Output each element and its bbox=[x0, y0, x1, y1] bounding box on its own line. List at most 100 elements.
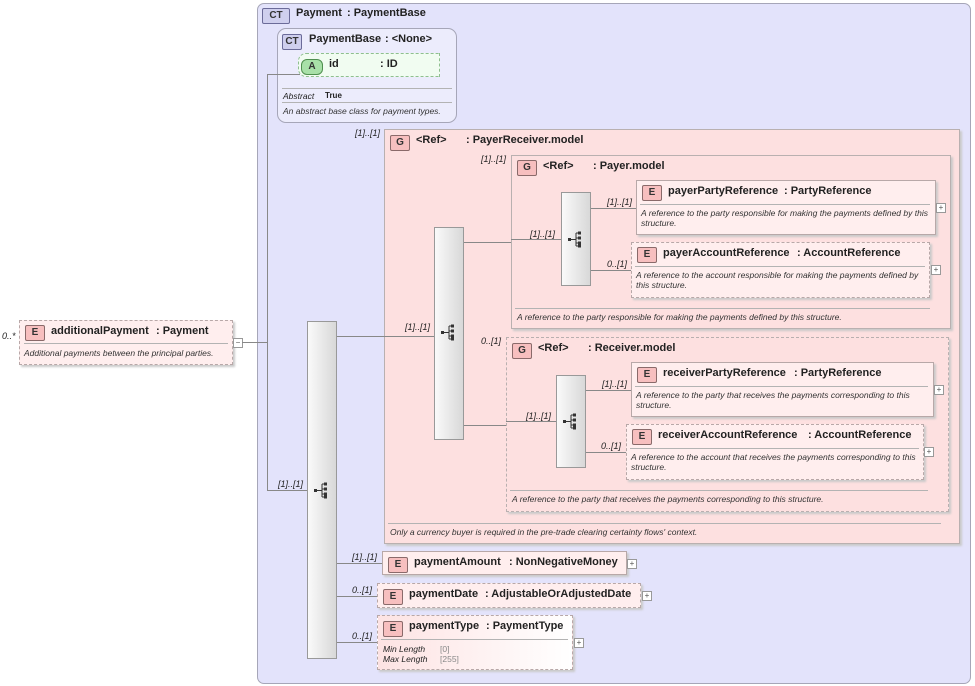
payment-date-element[interactable] bbox=[377, 583, 641, 608]
element-name: paymentAmount bbox=[414, 556, 501, 568]
connector bbox=[337, 563, 382, 564]
root-description: Additional payments between the principa… bbox=[24, 348, 214, 358]
connector bbox=[591, 208, 636, 209]
divider bbox=[630, 448, 919, 449]
max-length-value: [255] bbox=[440, 654, 459, 664]
element-badge: E bbox=[637, 247, 657, 263]
root-cardinality: 0..* bbox=[2, 331, 16, 341]
element-type: : AccountReference bbox=[797, 247, 901, 259]
base-type-description: An abstract base class for payment types… bbox=[283, 106, 441, 116]
expand-toggle[interactable]: + bbox=[642, 591, 652, 601]
receiver-party-cardinality: [1]..[1] bbox=[602, 379, 628, 389]
payer-cardinality: [1]..[1] bbox=[481, 154, 507, 164]
min-length-label: Min Length bbox=[383, 644, 426, 654]
payer-ref: <Ref> bbox=[543, 160, 574, 172]
base-type-type: : <None> bbox=[385, 33, 433, 45]
element-description: A reference to the account that receives… bbox=[631, 452, 916, 472]
base-type-name: PaymentBase bbox=[309, 33, 382, 45]
element-type: : AdjustableOrAdjustedDate bbox=[485, 588, 632, 600]
sequence-cardinality: [1]..[1] bbox=[278, 479, 304, 489]
payer-receiver-cardinality: [1]..[1] bbox=[355, 128, 381, 138]
expand-toggle[interactable]: + bbox=[936, 203, 946, 213]
expand-toggle[interactable]: + bbox=[627, 559, 637, 569]
expand-toggle[interactable]: + bbox=[934, 385, 944, 395]
sequence-icon bbox=[563, 413, 576, 430]
divider bbox=[640, 204, 930, 205]
receiver-account-reference-element[interactable] bbox=[626, 424, 924, 480]
payer-receiver-seq-cardinality: [1]..[1] bbox=[405, 322, 431, 332]
element-type: : NonNegativeMoney bbox=[509, 556, 618, 568]
sequence-icon bbox=[314, 482, 327, 499]
connector bbox=[511, 239, 561, 240]
connector bbox=[506, 421, 556, 422]
payment-date-cardinality: 0..[1] bbox=[352, 585, 373, 595]
payer-account-reference-element[interactable] bbox=[631, 242, 930, 298]
sequence-icon bbox=[568, 231, 581, 248]
payment-type-element[interactable] bbox=[377, 615, 573, 670]
complex-type-type: : PaymentBase bbox=[347, 7, 426, 19]
element-name: receiverPartyReference bbox=[663, 367, 786, 379]
receiver-description: A reference to the party that receives t… bbox=[512, 494, 824, 504]
payment-amount-element[interactable] bbox=[382, 551, 627, 575]
abstract-value: True bbox=[325, 91, 342, 100]
group-name: : PayerReceiver.model bbox=[466, 134, 584, 146]
expand-toggle[interactable]: + bbox=[924, 447, 934, 457]
element-description: A reference to the party that receives t… bbox=[636, 390, 910, 410]
element-badge: E bbox=[388, 557, 408, 573]
payer-party-reference-element[interactable] bbox=[636, 180, 936, 235]
payer-seq-cardinality: [1]..[1] bbox=[530, 229, 556, 239]
element-name: paymentType bbox=[409, 620, 480, 632]
connector bbox=[242, 342, 267, 343]
connector bbox=[337, 596, 377, 597]
divider bbox=[635, 266, 925, 267]
element-type: : AccountReference bbox=[808, 429, 912, 441]
attribute-badge: A bbox=[301, 59, 323, 75]
group-badge: G bbox=[390, 135, 410, 151]
expand-toggle[interactable]: + bbox=[931, 265, 941, 275]
complex-type-badge: CT bbox=[262, 8, 290, 24]
sequence-icon bbox=[441, 324, 454, 341]
connector bbox=[337, 642, 377, 643]
element-badge: E bbox=[25, 325, 45, 341]
min-length-value: [0] bbox=[440, 644, 450, 654]
base-type-badge: CT bbox=[282, 34, 302, 50]
divider bbox=[515, 308, 930, 309]
payer-receiver-description: Only a currency buyer is required in the… bbox=[390, 527, 698, 537]
element-name: receiverAccountReference bbox=[658, 429, 798, 441]
element-type: : PartyReference bbox=[794, 367, 882, 379]
payer-name: : Payer.model bbox=[593, 160, 665, 172]
max-length-label: Max Length bbox=[383, 654, 428, 664]
complex-type-name: Payment bbox=[296, 7, 342, 19]
connector bbox=[586, 390, 631, 391]
divider bbox=[381, 639, 568, 640]
connector bbox=[464, 425, 506, 426]
element-description: A reference to the account responsible f… bbox=[636, 270, 919, 290]
payment-type-cardinality: 0..[1] bbox=[352, 631, 373, 641]
additional-payment-element[interactable] bbox=[19, 320, 233, 365]
divider bbox=[24, 343, 228, 344]
receiver-party-reference-element[interactable] bbox=[631, 362, 934, 417]
element-type: : PartyReference bbox=[784, 185, 872, 197]
divider bbox=[510, 490, 928, 491]
receiver-ref: <Ref> bbox=[538, 342, 569, 354]
attribute-type: : ID bbox=[380, 58, 398, 70]
group-badge: G bbox=[512, 343, 532, 359]
connector bbox=[267, 74, 268, 490]
element-name: payerAccountReference bbox=[663, 247, 790, 259]
payment-amount-cardinality: [1]..[1] bbox=[352, 552, 378, 562]
element-badge: E bbox=[383, 621, 403, 637]
divider bbox=[282, 88, 452, 89]
root-element-type: : Payment bbox=[156, 325, 209, 337]
receiver-seq-cardinality: [1]..[1] bbox=[526, 411, 552, 421]
receiver-account-cardinality: 0..[1] bbox=[601, 441, 622, 451]
divider bbox=[282, 102, 452, 103]
payer-party-cardinality: [1]..[1] bbox=[607, 197, 633, 207]
element-badge: E bbox=[642, 185, 662, 201]
collapse-toggle[interactable]: − bbox=[233, 338, 243, 348]
payer-description: A reference to the party responsible for… bbox=[517, 312, 842, 322]
connector bbox=[337, 336, 434, 337]
payer-account-cardinality: 0..[1] bbox=[607, 259, 628, 269]
expand-toggle[interactable]: + bbox=[574, 638, 584, 648]
element-badge: E bbox=[637, 367, 657, 383]
connector bbox=[267, 74, 300, 75]
